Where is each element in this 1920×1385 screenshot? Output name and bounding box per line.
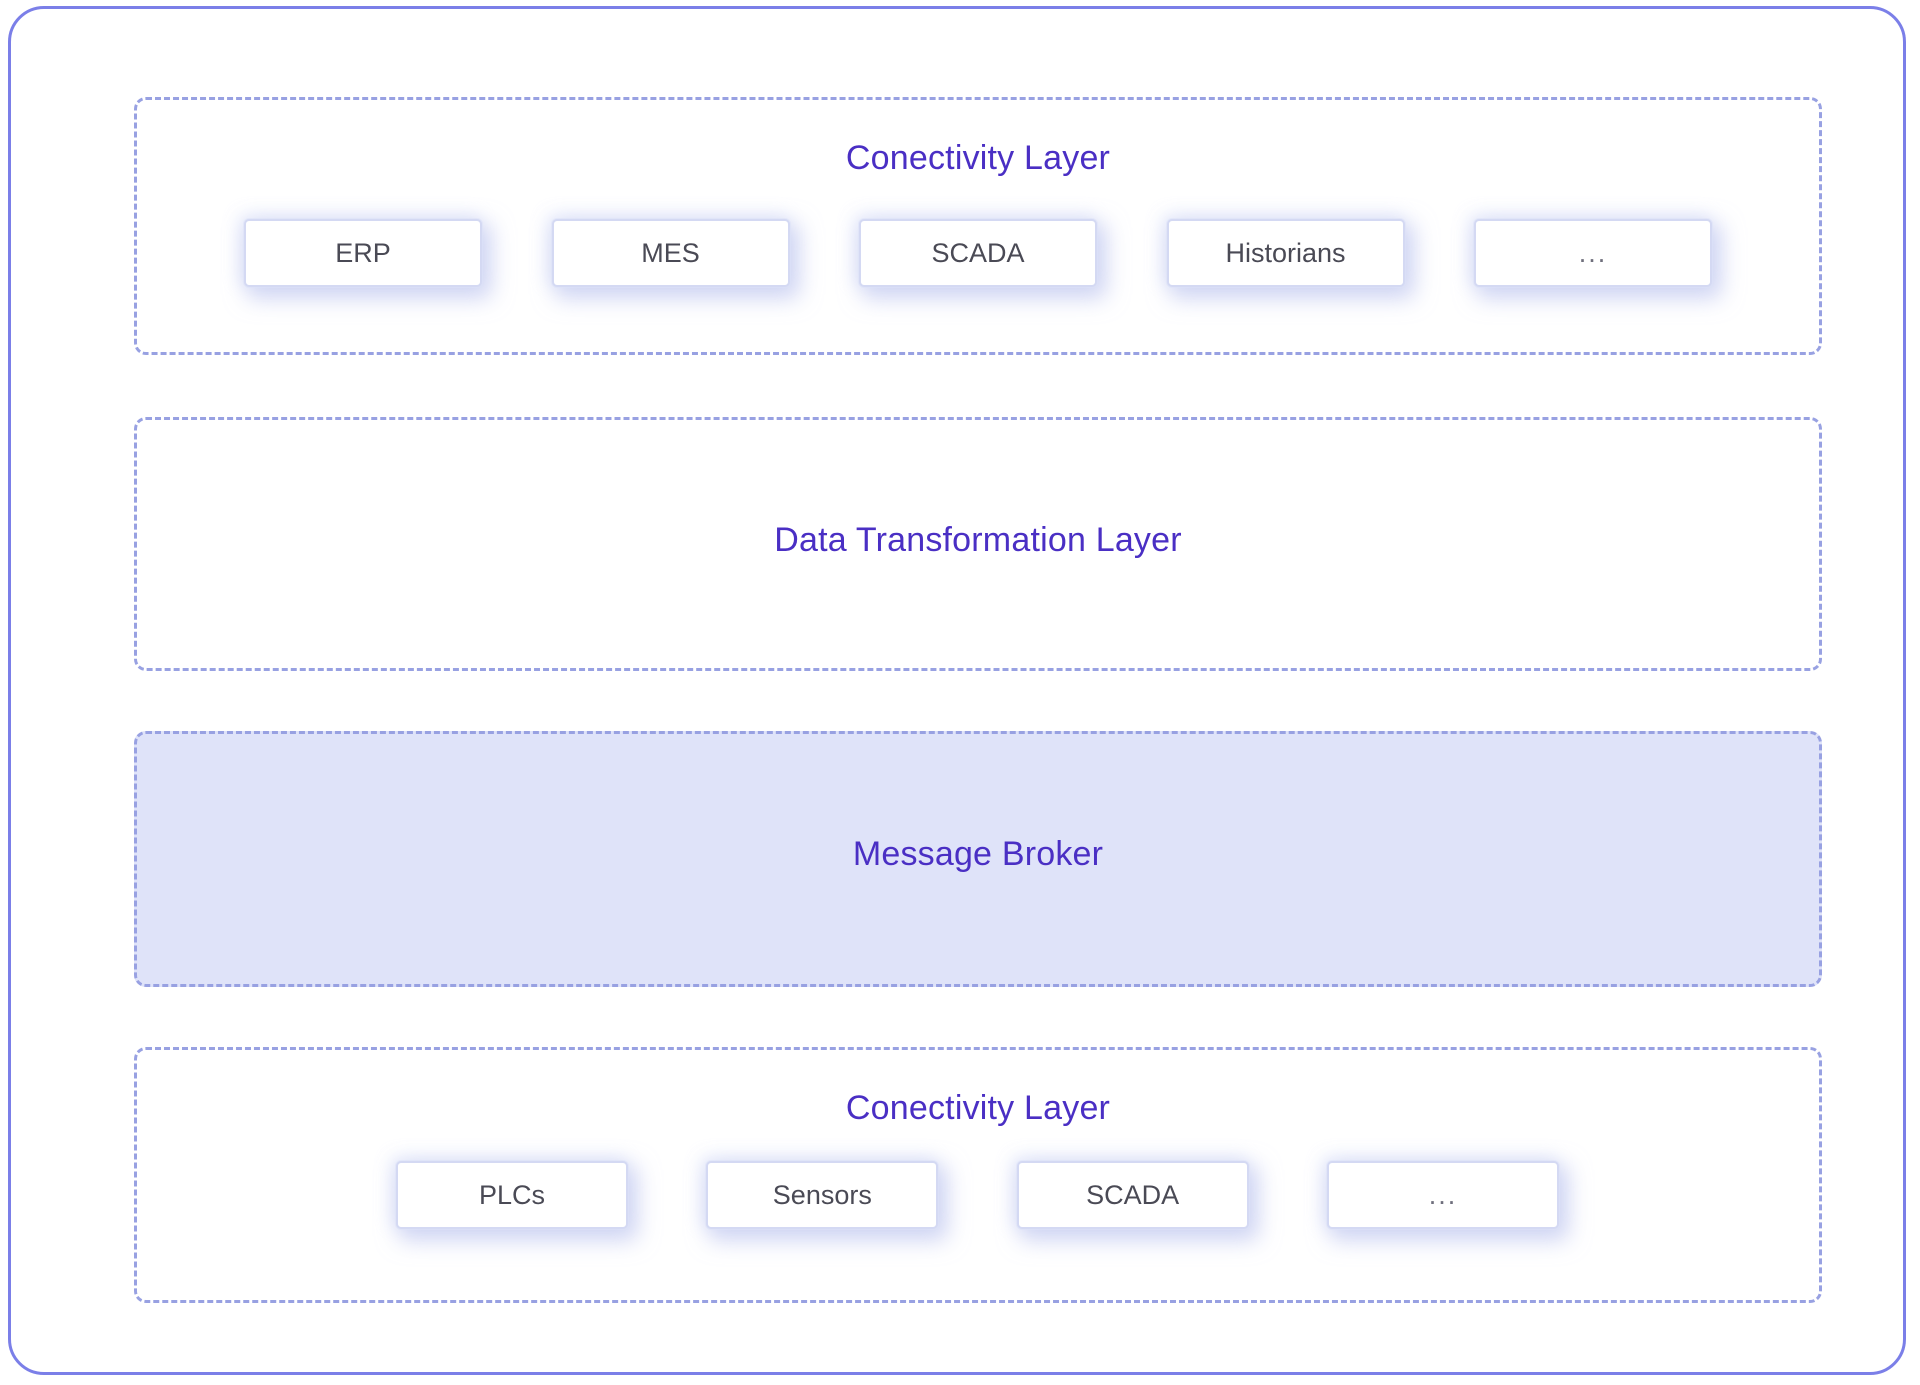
chip-scada-bottom[interactable]: SCADA	[1016, 1161, 1249, 1229]
chip-erp[interactable]: ERP	[244, 219, 482, 287]
chip-mes[interactable]: MES	[551, 219, 790, 287]
layer-title-connectivity-bottom: Conectivity Layer	[845, 1089, 1111, 1127]
layer-connectivity-top: Conectivity Layer	[134, 97, 1822, 355]
chip-plcs[interactable]: PLCs	[396, 1161, 628, 1229]
layer-title-message-broker: Message Broker	[852, 835, 1104, 873]
layer-connectivity-bottom: Conectivity Layer	[134, 1047, 1822, 1303]
layer-title-data-transformation: Data Transformation Layer	[774, 521, 1182, 559]
layer-title-connectivity-top: Conectivity Layer	[845, 139, 1111, 177]
chip-row-connectivity-top: ERP MES SCADA Historians ...	[134, 219, 1822, 287]
diagram-container: Conectivity Layer ERP MES SCADA Historia…	[8, 6, 1906, 1375]
chip-more-bottom[interactable]: ...	[1326, 1161, 1559, 1229]
chip-historians[interactable]: Historians	[1166, 219, 1405, 287]
layer-data-transformation: Data Transformation Layer	[134, 417, 1822, 671]
layer-message-broker: Message Broker	[134, 731, 1822, 987]
chip-more-top[interactable]: ...	[1474, 219, 1712, 287]
chip-scada-top[interactable]: SCADA	[859, 219, 1097, 287]
chip-sensors[interactable]: Sensors	[706, 1161, 939, 1229]
chip-row-connectivity-bottom: PLCs Sensors SCADA ...	[396, 1161, 1559, 1229]
